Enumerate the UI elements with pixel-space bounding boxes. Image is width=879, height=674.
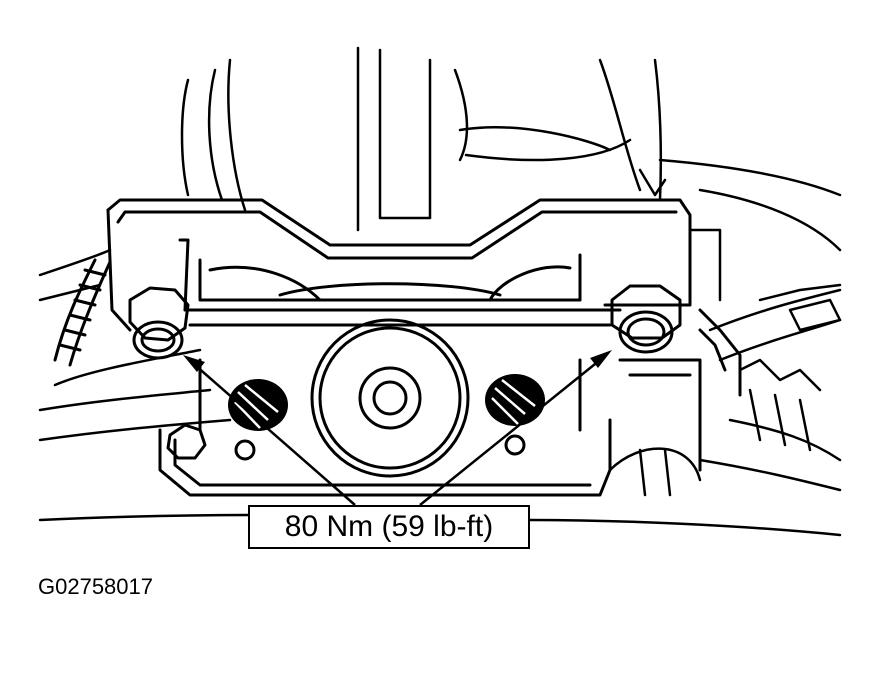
arrow-icon — [590, 350, 612, 368]
torque-callout: 80 Nm (59 lb-ft) — [248, 505, 530, 549]
bolt-icon — [610, 284, 742, 397]
leader-lines — [194, 359, 601, 506]
mount-body — [158, 308, 702, 497]
center-isolator — [310, 318, 470, 478]
figure-id: G02758017 — [38, 574, 153, 599]
bolt-icon — [128, 238, 190, 360]
wiring-harness-left — [53, 258, 112, 367]
stud-bolts — [166, 423, 526, 461]
rubber-bushings — [228, 374, 545, 431]
connector-right — [738, 283, 842, 452]
arrow-icon — [183, 355, 205, 372]
mount-bracket — [106, 198, 692, 332]
